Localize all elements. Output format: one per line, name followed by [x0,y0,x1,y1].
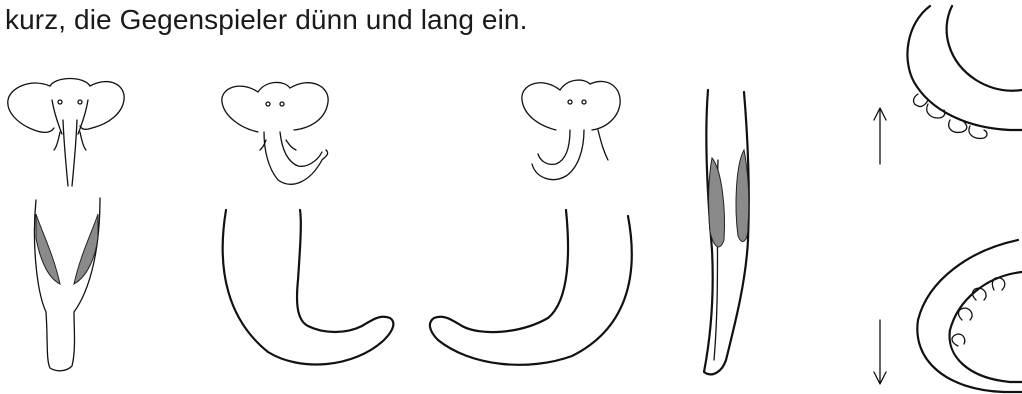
trunk-side-muscle-right [736,150,749,241]
trunk-muscle-left [36,214,60,284]
elephant-head-trunk-curled-left [522,80,620,180]
ring-muscle-upper [907,6,1022,138]
trunk-curled-left-outline [430,210,632,365]
elephant-head-trunk-curled-right [222,82,328,184]
elephant-head-front [8,79,124,187]
trunk-side-muscle-left [709,158,725,247]
trunk-side-section [704,90,749,374]
up-arrow-icon [874,108,886,164]
trunk-front-section [34,198,100,371]
ring-muscle-lower [917,240,1022,392]
trunk-curled-right-outline [223,210,394,365]
trunk-muscle-right [74,214,98,284]
down-arrow-icon [874,320,886,384]
